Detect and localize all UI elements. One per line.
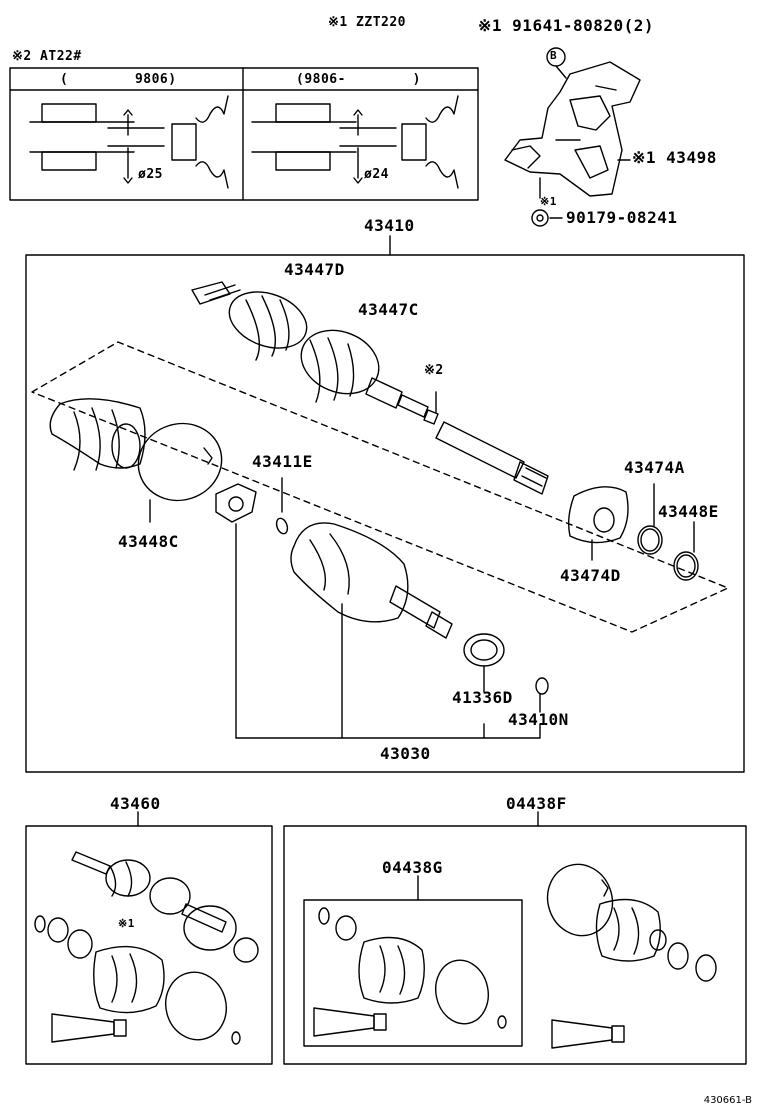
star1-marker: ※1 bbox=[118, 917, 135, 930]
seal-ring-icon bbox=[235, 633, 549, 739]
b-marker: B bbox=[550, 49, 558, 62]
clamp-icon bbox=[637, 483, 699, 581]
snap-ring-icon bbox=[275, 477, 289, 535]
clamp-icon bbox=[137, 422, 223, 523]
boot-icon bbox=[358, 936, 507, 1029]
part-04438G[interactable]: 04438G bbox=[382, 858, 443, 877]
part-43460[interactable]: 43460 bbox=[110, 794, 161, 813]
grease-tube-icon bbox=[51, 1013, 127, 1043]
part-43030[interactable]: 43030 bbox=[380, 744, 431, 763]
clamp-icon bbox=[318, 907, 357, 941]
part-43447D[interactable]: 43447D bbox=[284, 260, 345, 279]
dia1-label: ø25 bbox=[138, 167, 163, 182]
bracket-icon bbox=[504, 47, 641, 199]
kit-inner-frame bbox=[303, 899, 523, 1047]
kit-right-frame bbox=[283, 825, 747, 1065]
part-43410N[interactable]: 43410N bbox=[508, 710, 569, 729]
main-assembly-frame bbox=[25, 254, 745, 773]
nut-star: ※1 bbox=[540, 195, 557, 208]
star2-marker: ※2 bbox=[424, 363, 444, 378]
part-43447C[interactable]: 43447C bbox=[358, 300, 419, 319]
part-43448E[interactable]: 43448E bbox=[658, 502, 719, 521]
note-zzt: ※1 ZZT220 bbox=[328, 15, 407, 30]
note-at22: ※2 AT22# bbox=[12, 49, 82, 64]
diagram-code: 430661-B bbox=[703, 1095, 752, 1106]
nut-icon bbox=[531, 209, 563, 227]
part-91641-80820[interactable]: ※1 91641-80820(2) bbox=[478, 16, 655, 35]
clamp-icon bbox=[667, 942, 717, 982]
damper-icon bbox=[567, 486, 629, 561]
shaft-section-icon bbox=[251, 95, 459, 189]
part-43498[interactable]: ※1 43498 bbox=[632, 148, 717, 167]
dimension-table bbox=[9, 67, 479, 201]
part-41336D[interactable]: 41336D bbox=[452, 688, 513, 707]
part-43410[interactable]: 43410 bbox=[364, 216, 415, 235]
clamp-icon bbox=[34, 915, 93, 959]
tripod-icon bbox=[215, 483, 257, 739]
boot-icon bbox=[93, 945, 241, 1045]
boot-icon bbox=[49, 398, 146, 471]
clamp-icon bbox=[546, 863, 614, 937]
dia2-label: ø24 bbox=[364, 167, 389, 182]
joint-housing-icon bbox=[290, 522, 453, 739]
part-04438F[interactable]: 04438F bbox=[506, 794, 567, 813]
drive-shaft-icon bbox=[71, 851, 259, 963]
part-43474A[interactable]: 43474A bbox=[624, 458, 685, 477]
part-43411E[interactable]: 43411E bbox=[252, 452, 313, 471]
kit-left-frame bbox=[25, 825, 273, 1065]
part-90179-08241[interactable]: 90179-08241 bbox=[566, 208, 678, 227]
col1-head: ( 9806) bbox=[60, 72, 177, 87]
boot-icon bbox=[595, 898, 667, 962]
col2-head: (9806- ) bbox=[296, 72, 421, 87]
drive-shaft-icon bbox=[191, 281, 549, 495]
grease-tube-icon bbox=[313, 1007, 387, 1037]
kit-dashed-outline bbox=[31, 341, 729, 633]
part-43448C[interactable]: 43448C bbox=[118, 532, 179, 551]
grease-tube-icon bbox=[551, 1019, 625, 1049]
part-43474D[interactable]: 43474D bbox=[560, 566, 621, 585]
shaft-section-icon bbox=[29, 95, 229, 189]
